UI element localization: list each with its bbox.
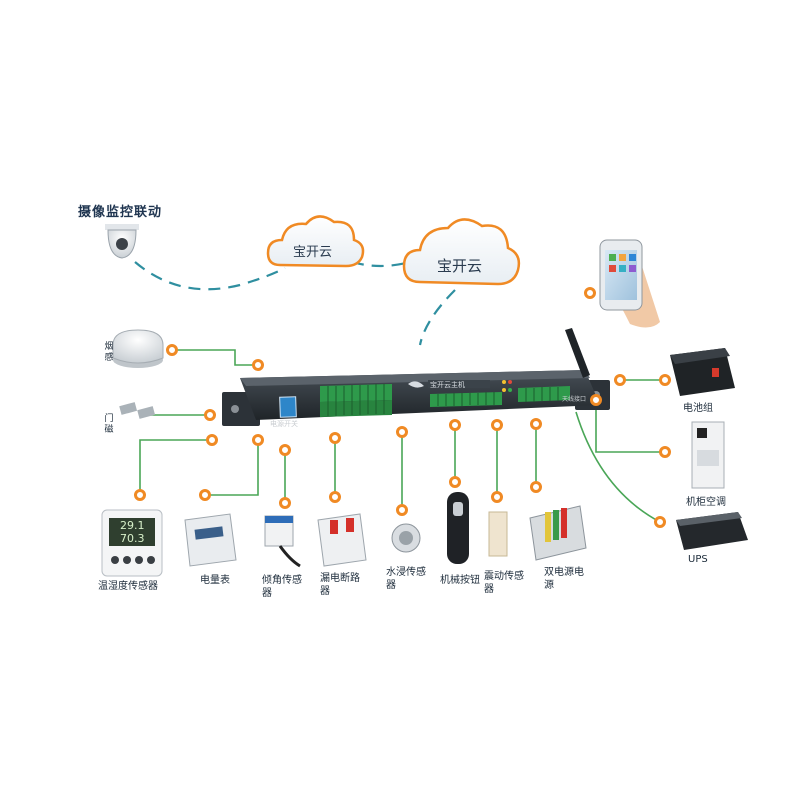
cabinet-ac-icon: [691, 421, 725, 489]
lcd-line-1: 29.1: [120, 519, 145, 532]
camera-title: 摄像监控联动: [78, 205, 163, 220]
water-sensor-icon: [391, 523, 421, 553]
ac-label: 机柜空调: [686, 497, 726, 508]
power-meter-label: 电量表: [200, 575, 230, 586]
connector-device-4: [329, 432, 341, 444]
connector-device-right-2: [590, 394, 602, 406]
leak-breaker-icon: [317, 513, 367, 567]
leak-label: 漏电断路器: [320, 573, 360, 597]
antenna-label: 天线接口: [562, 396, 587, 403]
connector-device-6: [449, 419, 461, 431]
tilt-label: 倾角传感器: [262, 575, 302, 599]
battery-label: 电池组: [683, 403, 713, 414]
connector-ups: [654, 516, 666, 528]
power-switch-label: 电源开关: [270, 420, 298, 428]
smoke-detector-icon: [112, 329, 164, 368]
connector-door: [204, 409, 216, 421]
connector-battery: [659, 374, 671, 386]
cloud-large: [402, 218, 521, 286]
door-sensor-icon: [119, 402, 156, 419]
dual-power-icon: [529, 505, 587, 561]
door-label: 门磁: [104, 414, 114, 435]
ups-label: UPS: [688, 554, 708, 565]
connector-meter: [199, 489, 211, 501]
cloud-small: [266, 215, 365, 268]
smoke-label: 烟感: [104, 342, 114, 363]
ups-icon: [676, 512, 748, 550]
connector-leak: [329, 491, 341, 503]
lcd-line-2: 70.3: [120, 532, 145, 545]
connector-vibration: [491, 491, 503, 503]
sensor-lines: [139, 349, 665, 523]
temp-humidity-label: 温湿度传感器: [98, 581, 158, 592]
water-label: 水浸传感器: [386, 567, 426, 591]
connector-device-right: [614, 374, 626, 386]
connector-device-3: [279, 444, 291, 456]
connectors: [134, 287, 671, 528]
connector-button: [449, 476, 461, 488]
temp-humidity-sensor-icon: [101, 509, 163, 577]
main-device: [222, 328, 610, 426]
connector-tilt: [279, 497, 291, 509]
connector-ac: [659, 446, 671, 458]
connector-device-7: [491, 419, 503, 431]
camera-icon: [105, 224, 139, 259]
connector-phone: [584, 287, 596, 299]
battery-icon: [670, 348, 735, 396]
mechanical-button-icon: [447, 492, 469, 564]
cloud-label-1: 宝开云: [293, 245, 333, 260]
button-label: 机械按钮: [440, 575, 480, 586]
cloud-label-2: 宝开云: [437, 257, 483, 275]
vibration-label: 震动传感器: [484, 571, 524, 595]
connector-device-left: [252, 359, 264, 371]
connector-device-2: [252, 434, 264, 446]
connector-door-2: [206, 434, 218, 446]
phone-icon: [599, 239, 660, 328]
connector-dualpower: [530, 481, 542, 493]
dual-power-label: 双电源电源: [544, 567, 584, 591]
power-meter-icon: [184, 513, 237, 567]
connector-smoke: [166, 344, 178, 356]
connector-temp: [134, 489, 146, 501]
brand-label: 宝开云主机: [430, 381, 465, 389]
connector-device-8: [530, 418, 542, 430]
vibration-sensor-icon: [488, 511, 508, 557]
connector-water: [396, 504, 408, 516]
connector-device-5: [396, 426, 408, 438]
tilt-sensor-icon: [264, 515, 301, 568]
